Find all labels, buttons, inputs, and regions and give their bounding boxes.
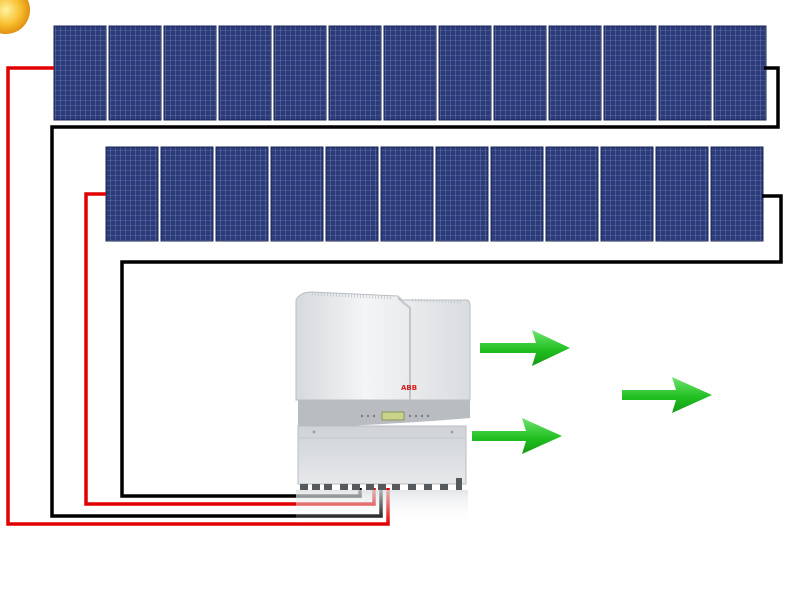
arrow-lower-icon xyxy=(472,418,562,454)
solar-panel xyxy=(380,146,434,242)
solar-panel xyxy=(435,146,489,242)
solar-panel xyxy=(273,25,327,121)
solar-panel xyxy=(493,25,547,121)
solar-panel xyxy=(325,146,379,242)
solar-panel xyxy=(658,25,712,121)
solar-panel xyxy=(215,146,269,242)
solar-panel xyxy=(710,146,764,242)
sun-icon xyxy=(0,0,30,34)
solar-panel xyxy=(490,146,544,242)
pv-string-2 xyxy=(105,146,764,242)
solar-panel xyxy=(713,25,767,121)
solar-panel xyxy=(108,25,162,121)
inverter: ABB xyxy=(295,291,471,524)
svg-text:ABB: ABB xyxy=(401,384,417,392)
solar-panel xyxy=(218,25,272,121)
solar-panel xyxy=(328,25,382,121)
solar-panel xyxy=(105,146,159,242)
pv-string-1 xyxy=(53,25,767,121)
solar-panel xyxy=(548,25,602,121)
abb-logo: ABB xyxy=(401,384,417,392)
solar-panel xyxy=(438,25,492,121)
solar-panel xyxy=(53,25,107,121)
solar-panel xyxy=(270,146,324,242)
solar-panel xyxy=(383,25,437,121)
arrow-upper-icon xyxy=(480,330,570,366)
solar-panel xyxy=(655,146,709,242)
solar-panel xyxy=(603,25,657,121)
solar-panel xyxy=(545,146,599,242)
solar-panel xyxy=(163,25,217,121)
arrow-right-icon xyxy=(622,377,712,413)
solar-panel xyxy=(160,146,214,242)
solar-panel xyxy=(600,146,654,242)
